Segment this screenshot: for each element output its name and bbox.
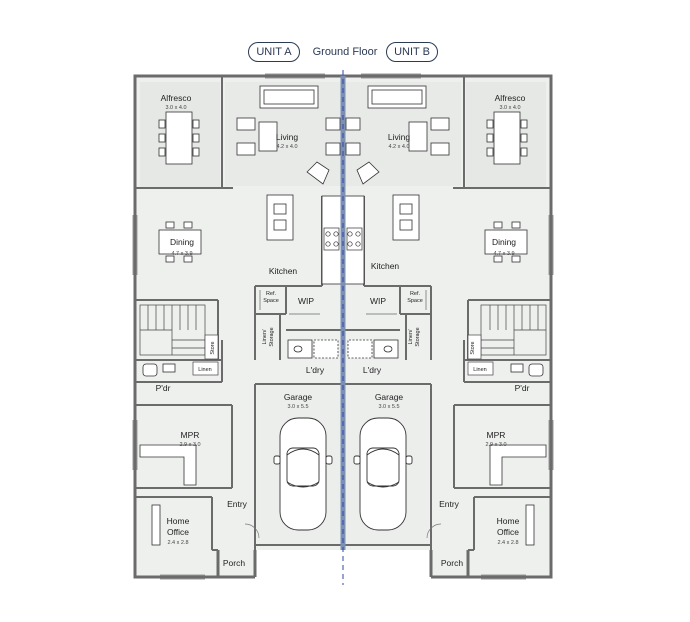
linen-storage-label-1-a: Linen/ bbox=[262, 329, 268, 344]
room-size-living-a: 4.2 x 4.0 bbox=[276, 144, 297, 150]
linen-storage-label-2-a: Storage bbox=[269, 327, 275, 346]
room-label-entry-b: Entry bbox=[439, 499, 460, 509]
ref-space-label-2-b: Space bbox=[407, 298, 423, 304]
store-label-b: Store bbox=[470, 341, 476, 354]
unit-b-badge[interactable]: UNIT B bbox=[386, 42, 438, 62]
room-label-laundry-a: L'dry bbox=[306, 365, 325, 375]
unit-a-label: UNIT A bbox=[256, 46, 292, 58]
room-label-powder-a: P'dr bbox=[156, 383, 171, 393]
ref-space-label-2-a: Space bbox=[263, 298, 279, 304]
ref-space-label-1-b: Ref. bbox=[410, 291, 421, 297]
room-label-dining-b: Dining bbox=[492, 237, 516, 247]
room-label-porch-b: Porch bbox=[441, 558, 463, 568]
room-size-alfresco-a: 3.0 x 4.0 bbox=[165, 105, 186, 111]
room-size-home-office-b: 2.4 x 2.8 bbox=[497, 540, 518, 546]
room-label-mpr-b: MPR bbox=[487, 430, 506, 440]
linen-label-a: Linen bbox=[198, 367, 211, 373]
ref-space-label-1-a: Ref. bbox=[266, 291, 277, 297]
store-label-a: Store bbox=[210, 341, 216, 354]
room-size-garage-b: 3.0 x 5.5 bbox=[378, 404, 399, 410]
room-label-wip-b: WIP bbox=[370, 296, 386, 306]
room-size-alfresco-b: 3.0 x 4.0 bbox=[499, 105, 520, 111]
room-label-living-b: Living bbox=[388, 132, 410, 142]
room-label-home-office-1-b: Home bbox=[497, 516, 520, 526]
floor-title: Ground Floor bbox=[312, 46, 378, 58]
room-label-powder-b: P'dr bbox=[515, 383, 530, 393]
room-label-entry-a: Entry bbox=[227, 499, 248, 509]
room-label-laundry-b: L'dry bbox=[363, 365, 382, 375]
room-label-home-office-2-a: Office bbox=[167, 527, 189, 537]
linen-storage-label-1-b: Linen/ bbox=[408, 329, 414, 344]
room-label-home-office-2-b: Office bbox=[497, 527, 519, 537]
room-label-wip-a: WIP bbox=[298, 296, 314, 306]
linen-storage-label-2-b: Storage bbox=[415, 327, 421, 346]
unit-b-label: UNIT B bbox=[394, 46, 430, 58]
room-size-garage-a: 3.0 x 5.5 bbox=[287, 404, 308, 410]
room-label-kitchen-a: Kitchen bbox=[269, 266, 298, 276]
room-size-mpr-a: 2.9 x 3.0 bbox=[179, 442, 200, 448]
room-size-mpr-b: 2.9 x 3.0 bbox=[485, 442, 506, 448]
room-size-living-b: 4.2 x 4.0 bbox=[388, 144, 409, 150]
linen-label-b: Linen bbox=[473, 367, 486, 373]
room-label-living-a: Living bbox=[276, 132, 298, 142]
room-label-kitchen-b: Kitchen bbox=[371, 261, 400, 271]
room-size-home-office-a: 2.4 x 2.8 bbox=[167, 540, 188, 546]
room-size-dining-a: 4.7 x 3.9 bbox=[171, 251, 192, 257]
room-label-alfresco-b: Alfresco bbox=[495, 93, 526, 103]
room-label-porch-a: Porch bbox=[223, 558, 245, 568]
room-label-alfresco-a: Alfresco bbox=[161, 93, 192, 103]
unit-a-badge[interactable]: UNIT A bbox=[248, 42, 300, 62]
room-label-garage-b: Garage bbox=[375, 392, 404, 402]
room-size-dining-b: 4.7 x 3.9 bbox=[493, 251, 514, 257]
room-label-mpr-a: MPR bbox=[181, 430, 200, 440]
room-label-dining-a: Dining bbox=[170, 237, 194, 247]
room-label-garage-a: Garage bbox=[284, 392, 313, 402]
room-label-home-office-1-a: Home bbox=[167, 516, 190, 526]
